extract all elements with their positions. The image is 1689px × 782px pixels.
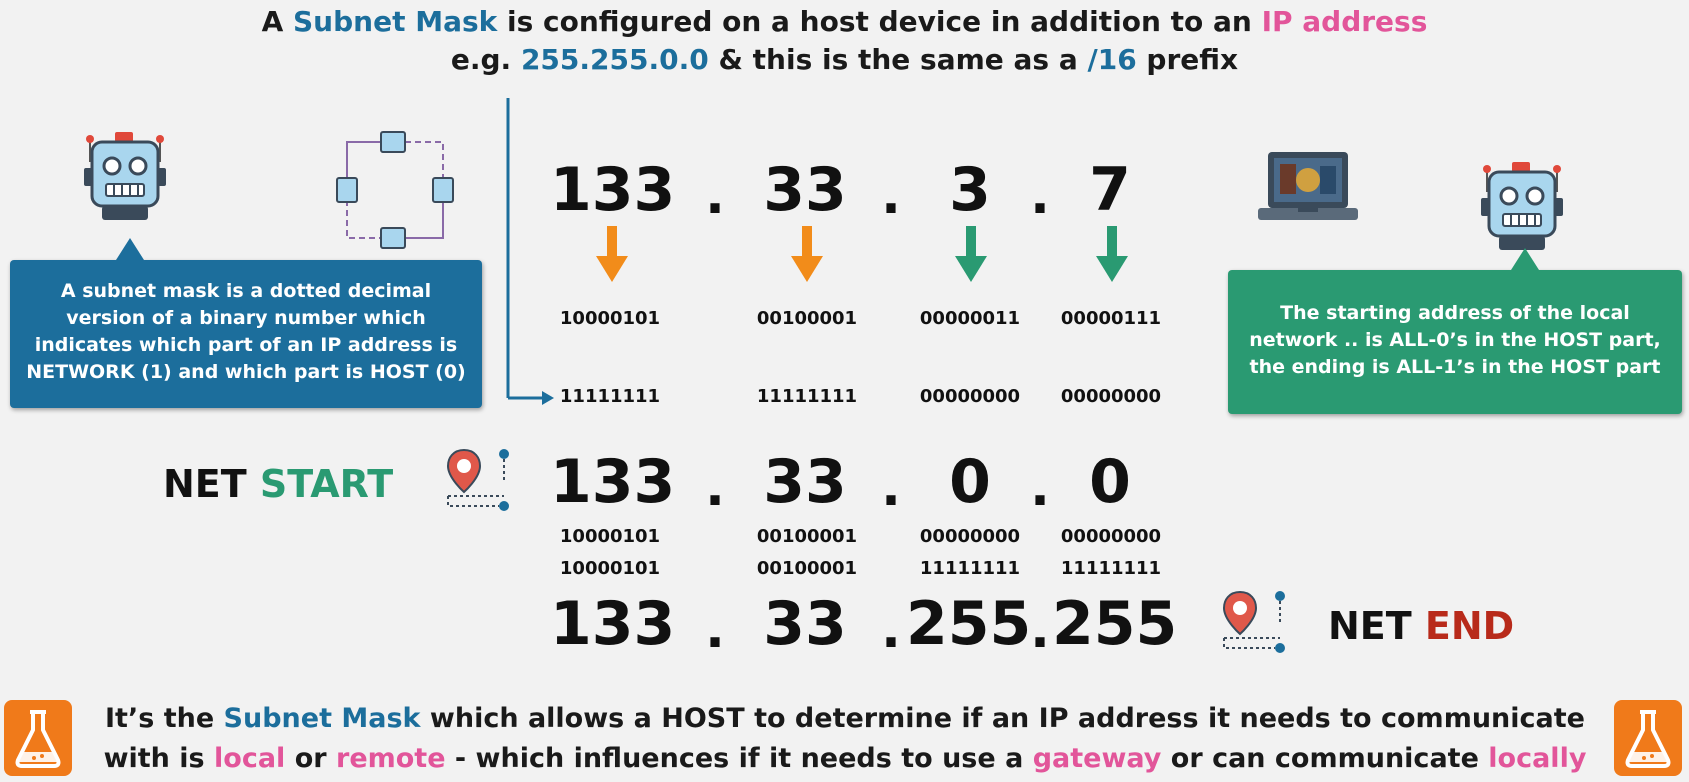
- network-ring-icon: [336, 131, 454, 249]
- ip-binary-2: 00100001: [756, 308, 858, 329]
- net-start-octet-2: 33: [763, 447, 847, 517]
- ip-octet-2: 33: [763, 155, 847, 225]
- net-end-label: NET END: [1328, 604, 1514, 648]
- header-line-1: A Subnet Mask is configured on a host de…: [0, 4, 1689, 40]
- arrow-down-icon: [596, 226, 628, 282]
- mask-binary-4: 00000000: [1060, 386, 1162, 407]
- header-mask-example: 255.255.0.0: [520, 43, 709, 76]
- footer-locally: locally: [1488, 743, 1587, 774]
- robot-icon: [84, 132, 166, 220]
- callout-line: the ending is ALL-1’s in the HOST part: [1249, 356, 1661, 378]
- map-pin-route-icon: [1222, 590, 1285, 653]
- callout-pointer: [1511, 248, 1539, 270]
- ip-octet-1: 133: [550, 155, 676, 225]
- net-end-octet-3: 255: [906, 589, 1032, 659]
- ip-dot: .: [881, 458, 901, 518]
- ip-binary-1: 10000101: [559, 308, 661, 329]
- net-end-binary-1: 10000101: [559, 558, 661, 579]
- ip-dot: .: [1030, 600, 1050, 660]
- net-label-text: NET: [1328, 604, 1425, 648]
- arrow-down-icon: [955, 226, 987, 282]
- net-start-octet-4: 0: [1089, 447, 1131, 517]
- footer-text: which allows a HOST to determine if an I…: [420, 703, 1585, 734]
- header-text: prefix: [1136, 43, 1239, 76]
- flask-icon: [4, 700, 72, 776]
- ip-octet-4: 7: [1089, 155, 1131, 225]
- arrow-down-icon: [1096, 226, 1128, 282]
- footer-text: with is: [103, 743, 215, 774]
- ip-dot: .: [705, 458, 725, 518]
- callout-line: indicates which part of an IP address is: [34, 334, 458, 356]
- callout-line: The starting address of the local: [1280, 302, 1630, 324]
- net-end-octet-2: 33: [763, 589, 847, 659]
- callout-line: version of a binary number which: [66, 307, 426, 329]
- ip-dot: .: [881, 166, 901, 226]
- net-start-label: NET START: [163, 462, 393, 506]
- map-pin-route-icon: [446, 448, 509, 511]
- net-end-binary-3: 11111111: [919, 558, 1021, 579]
- net-start-binary-1: 10000101: [559, 526, 661, 547]
- arrow-down-icon: [791, 226, 823, 282]
- callout-pointer: [116, 238, 144, 260]
- footer-text: It’s the: [105, 703, 224, 734]
- footer-line-2: with is local or remote - which influenc…: [95, 740, 1595, 778]
- header-text: e.g.: [450, 43, 521, 76]
- net-label-text: NET: [163, 462, 260, 506]
- callout-line: A subnet mask is a dotted decimal: [60, 280, 432, 302]
- mask-binary-2: 11111111: [756, 386, 858, 407]
- header-line-2: e.g. 255.255.0.0 & this is the same as a…: [0, 42, 1689, 78]
- ip-dot: .: [1030, 458, 1050, 518]
- ip-binary-3: 00000011: [919, 308, 1021, 329]
- ip-dot: .: [1030, 166, 1050, 226]
- flask-icon: [1614, 700, 1682, 776]
- ip-dot: .: [705, 166, 725, 226]
- footer-text: or: [285, 743, 336, 774]
- right-callout: The starting address of the local networ…: [1228, 248, 1682, 414]
- robot-icon: [1481, 162, 1563, 250]
- net-start-octet-1: 133: [550, 447, 676, 517]
- callout-line: NETWORK (1) and which part is HOST (0): [26, 361, 466, 383]
- footer-text: or can communicate: [1161, 743, 1489, 774]
- footer-remote: remote: [336, 743, 446, 774]
- footer-gateway: gateway: [1032, 743, 1162, 774]
- header-subnet-mask: Subnet Mask: [293, 5, 498, 38]
- mask-connector-line: [506, 98, 554, 405]
- mask-binary-1: 11111111: [559, 386, 661, 407]
- footer-subnet-mask: Subnet Mask: [223, 703, 421, 734]
- net-end-binary-4: 11111111: [1060, 558, 1162, 579]
- net-end-binary-2: 00100001: [756, 558, 858, 579]
- header-prefix: /16: [1087, 43, 1137, 76]
- net-end-octet-4: 255: [1052, 589, 1178, 659]
- ip-dot: .: [881, 600, 901, 660]
- net-start-binary-3: 00000000: [919, 526, 1021, 547]
- net-end-octet-1: 133: [550, 589, 676, 659]
- header-ip-address: IP address: [1261, 5, 1428, 38]
- footer-line-1: It’s the Subnet Mask which allows a HOST…: [95, 700, 1595, 738]
- header-text: & this is the same as a: [708, 43, 1088, 76]
- footer-local: local: [214, 743, 286, 774]
- net-end-word: END: [1424, 604, 1515, 648]
- ip-octet-3: 3: [949, 155, 991, 225]
- mask-binary-3: 00000000: [919, 386, 1021, 407]
- ip-binary-4: 00000111: [1060, 308, 1162, 329]
- header-text: A: [261, 5, 294, 38]
- net-start-binary-2: 00100001: [756, 526, 858, 547]
- laptop-icon: [1258, 152, 1358, 220]
- footer-text: - which influences if it needs to use a: [445, 743, 1033, 774]
- header-text: is configured on a host device in additi…: [497, 5, 1262, 38]
- net-start-word: START: [259, 462, 394, 506]
- ip-dot: .: [705, 600, 725, 660]
- callout-line: network .. is ALL-0’s in the HOST part,: [1249, 329, 1661, 351]
- left-callout: A subnet mask is a dotted decimal versio…: [10, 238, 482, 408]
- net-start-binary-4: 00000000: [1060, 526, 1162, 547]
- net-start-octet-3: 0: [949, 447, 991, 517]
